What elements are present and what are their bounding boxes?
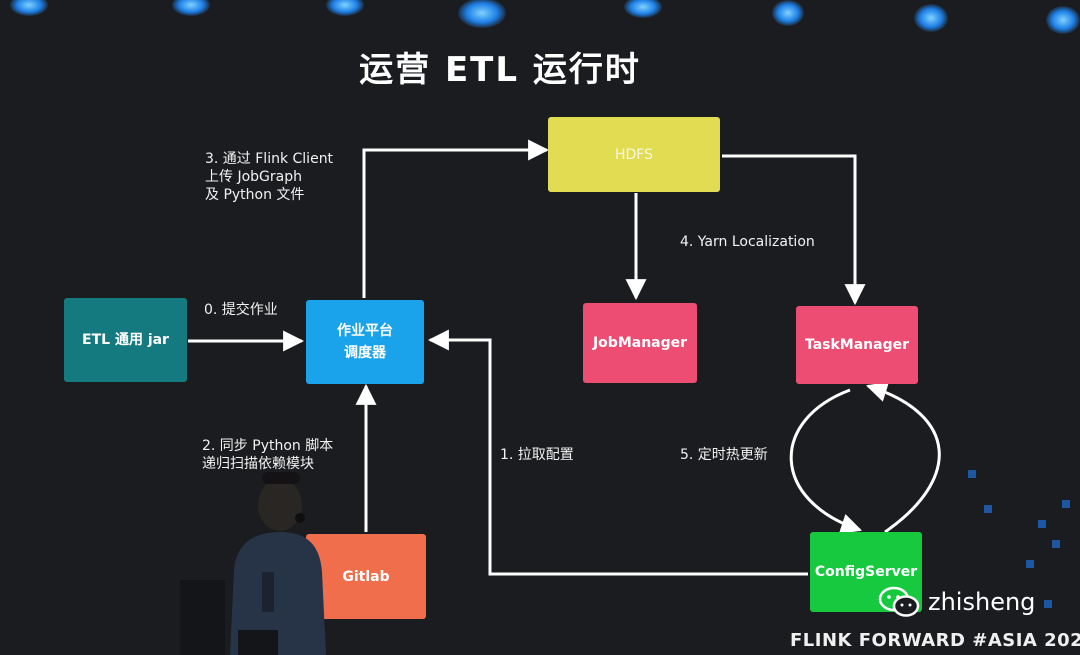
watermark-text: zhisheng (928, 588, 1035, 616)
decor-pixel (984, 505, 992, 513)
step-2-line1: 2. 同步 Python 脚本 (202, 437, 333, 455)
node-scheduler-line1: 作业平台 (337, 320, 393, 342)
step-3-line3: 及 Python 文件 (205, 186, 333, 204)
step-3-label: 3. 通过 Flink Client 上传 JobGraph 及 Python … (205, 150, 333, 204)
node-hdfs: HDFS (548, 117, 720, 192)
decor-pixel (968, 470, 976, 478)
step-1-text: 1. 拉取配置 (500, 447, 574, 463)
step-0-text: 0. 提交作业 (204, 302, 278, 318)
node-etl-jar-label: ETL 通用 jar (82, 329, 169, 351)
step-4-text: 4. Yarn Localization (680, 234, 815, 250)
node-hdfs-label: HDFS (615, 144, 653, 166)
decor-pixel (1044, 600, 1052, 608)
step-0-label: 0. 提交作业 (204, 301, 278, 319)
node-etl-jar: ETL 通用 jar (64, 298, 187, 382)
step-1-label: 1. 拉取配置 (500, 446, 574, 464)
event-brand: FLINK FORWARD #ASIA 2020 (790, 630, 1080, 651)
node-jobmanager-label: JobManager (593, 332, 687, 354)
arrow-configserver-to-taskmanager (868, 386, 939, 532)
node-scheduler-line2: 调度器 (344, 342, 386, 364)
step-4-label: 4. Yarn Localization (680, 233, 815, 251)
arrow-scheduler-to-hdfs (364, 150, 547, 298)
arrow-taskmanager-to-configserver (791, 390, 860, 530)
node-taskmanager-label: TaskManager (805, 334, 909, 356)
node-scheduler: 作业平台 调度器 (306, 300, 424, 384)
arrow-hdfs-to-taskmanager (722, 156, 855, 303)
node-gitlab-label: Gitlab (342, 566, 389, 588)
decor-pixel (1062, 500, 1070, 508)
step-3-line2: 上传 JobGraph (205, 168, 333, 186)
decor-pixel (1052, 540, 1060, 548)
node-jobmanager: JobManager (583, 303, 697, 383)
node-taskmanager: TaskManager (796, 306, 918, 384)
wechat-icon (878, 585, 920, 619)
watermark: zhisheng (878, 585, 1035, 619)
step-5-label: 5. 定时热更新 (680, 446, 768, 464)
speaker-silhouette (180, 460, 340, 655)
step-5-text: 5. 定时热更新 (680, 447, 768, 463)
decor-pixel (1038, 520, 1046, 528)
step-3-line1: 3. 通过 Flink Client (205, 150, 333, 168)
node-configserver-label: ConfigServer (815, 561, 917, 583)
decor-pixel (1026, 560, 1034, 568)
